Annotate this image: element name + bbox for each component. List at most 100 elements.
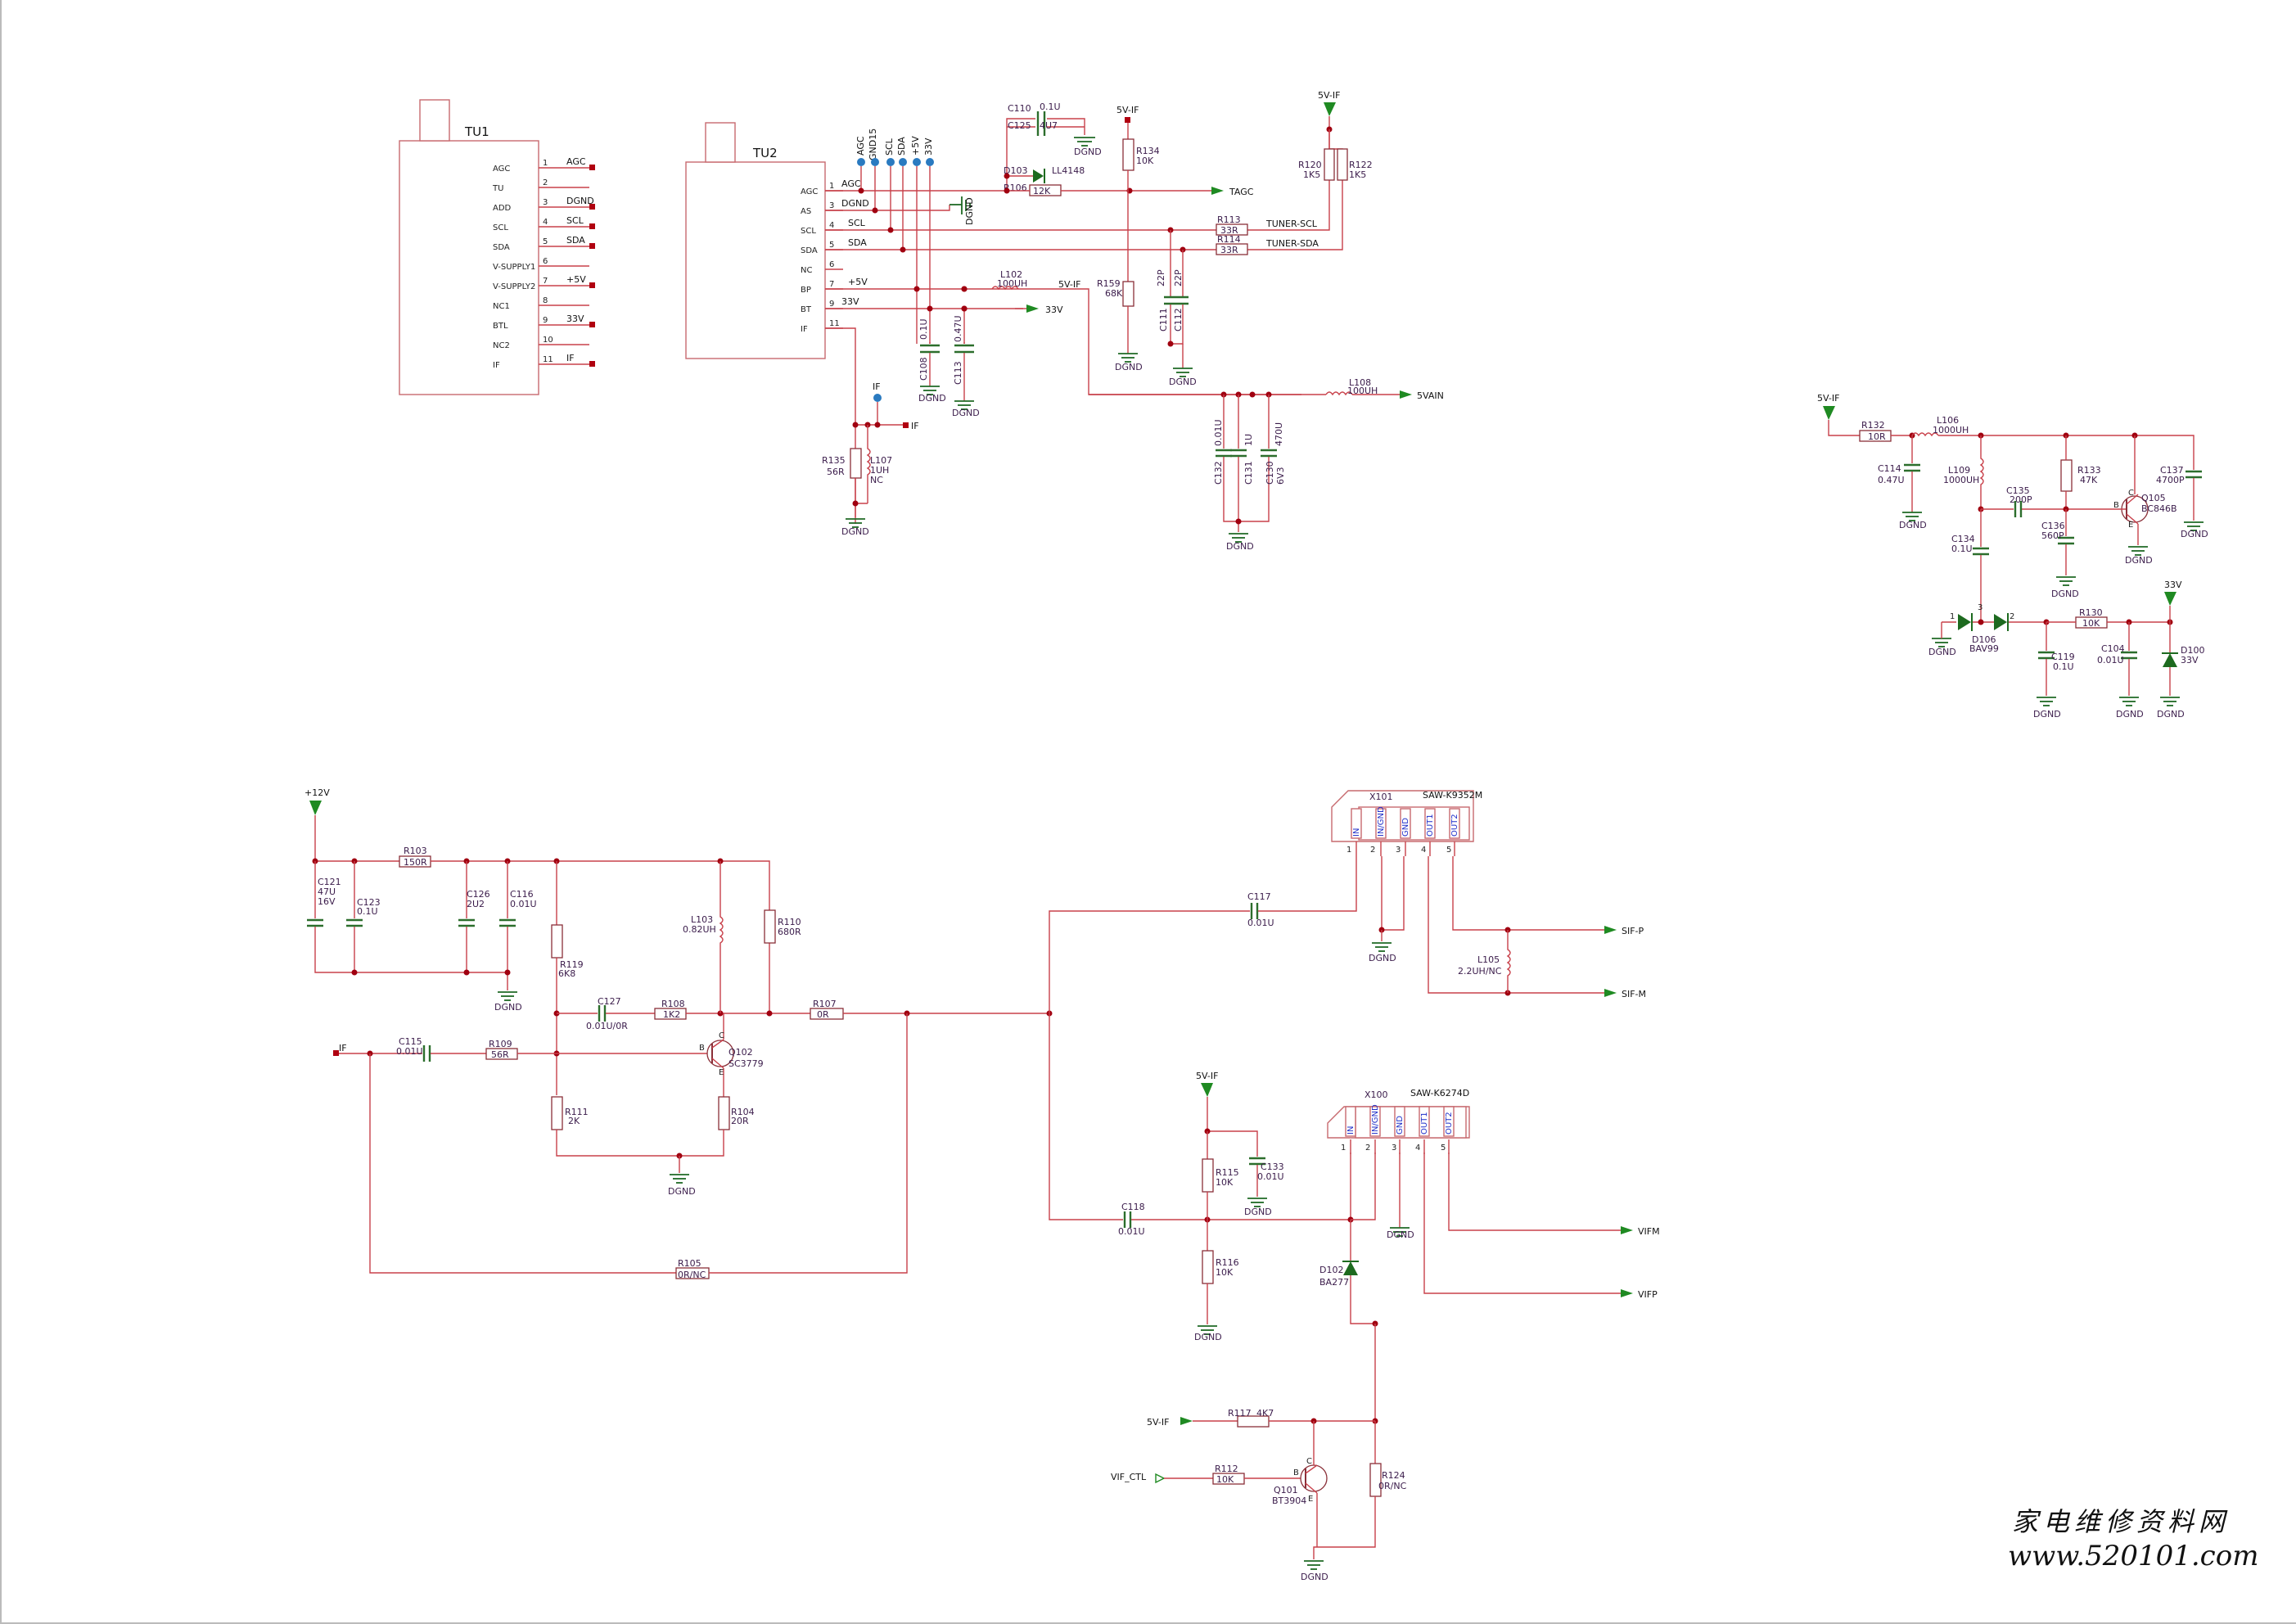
tu1-net-label: DGND bbox=[566, 196, 594, 206]
svg-text:DGND: DGND bbox=[841, 526, 869, 537]
tu1-pin-label: IF bbox=[493, 361, 500, 370]
tu1-net-label: IF bbox=[566, 353, 575, 363]
svg-text:5: 5 bbox=[829, 241, 834, 250]
svg-text:33V: 33V bbox=[841, 296, 859, 307]
svg-text:Q101: Q101 bbox=[1274, 1485, 1298, 1495]
tu1-net-label: AGC bbox=[566, 156, 586, 167]
svg-text:4: 4 bbox=[543, 218, 548, 227]
svg-text:7: 7 bbox=[829, 280, 834, 289]
svg-text:DGND: DGND bbox=[1169, 377, 1197, 387]
svg-text:3: 3 bbox=[1978, 603, 1982, 612]
svg-text:1K5: 1K5 bbox=[1349, 169, 1366, 180]
svg-text:R112: R112 bbox=[1215, 1464, 1238, 1474]
svg-text:SIF-P: SIF-P bbox=[1622, 926, 1644, 936]
svg-text:9: 9 bbox=[829, 300, 834, 309]
svg-text:L105: L105 bbox=[1477, 954, 1500, 965]
svg-text:R130: R130 bbox=[2079, 607, 2103, 618]
svg-text:0.82UH: 0.82UH bbox=[683, 924, 716, 935]
svg-text:1: 1 bbox=[829, 182, 834, 191]
svg-text:3: 3 bbox=[1396, 846, 1401, 855]
svg-text:VIFM: VIFM bbox=[1638, 1226, 1660, 1237]
tu1-pin-label: BTL bbox=[493, 322, 508, 331]
svg-text:TUNER-SCL: TUNER-SCL bbox=[1265, 219, 1318, 229]
svg-text:DGND: DGND bbox=[1194, 1332, 1222, 1342]
svg-text:680R: 680R bbox=[778, 927, 801, 937]
svg-text:0.1U: 0.1U bbox=[1951, 544, 1973, 554]
svg-text:1K2: 1K2 bbox=[663, 1009, 680, 1020]
svg-text:DGND: DGND bbox=[841, 198, 869, 209]
svg-text:33V: 33V bbox=[2181, 655, 2199, 665]
svg-text:X100: X100 bbox=[1365, 1089, 1388, 1100]
saw-pin-label: IN bbox=[1352, 828, 1361, 837]
svg-text:0.01U: 0.01U bbox=[1213, 419, 1224, 446]
svg-text:0R/NC: 0R/NC bbox=[678, 1270, 706, 1280]
saw-pin-label: GND bbox=[1396, 1116, 1405, 1135]
tu2-pin-label: BP bbox=[801, 286, 811, 295]
svg-text:0.1U: 0.1U bbox=[2053, 661, 2074, 672]
svg-text:C132: C132 bbox=[1213, 461, 1224, 485]
tu1-pin-label: TU bbox=[492, 184, 503, 193]
svg-text:4: 4 bbox=[829, 221, 834, 230]
tu2-pin-label: AS bbox=[801, 207, 811, 216]
svg-text:C: C bbox=[2128, 489, 2134, 498]
svg-text:20R: 20R bbox=[731, 1116, 749, 1126]
saw-pin-label: IN/GND bbox=[1377, 806, 1386, 837]
svg-text:4U7: 4U7 bbox=[1040, 120, 1058, 131]
svg-text:2: 2 bbox=[1370, 846, 1375, 855]
svg-text:DGND: DGND bbox=[2157, 709, 2185, 720]
svg-text:56R: 56R bbox=[827, 467, 845, 477]
svg-text:TUNER-SDA: TUNER-SDA bbox=[1265, 238, 1319, 249]
svg-text:E: E bbox=[719, 1068, 724, 1077]
svg-text:10K: 10K bbox=[1216, 1177, 1234, 1188]
svg-text:C117: C117 bbox=[1247, 891, 1271, 902]
saw-pin-label: OUT2 bbox=[1445, 1112, 1454, 1135]
svg-text:2K: 2K bbox=[568, 1116, 580, 1126]
svg-text:SDA: SDA bbox=[896, 137, 907, 156]
svg-text:L107: L107 bbox=[870, 455, 892, 466]
svg-text:C130: C130 bbox=[1265, 461, 1275, 485]
svg-text:SAW-K6274D: SAW-K6274D bbox=[1410, 1088, 1469, 1098]
tu2-pin-label: IF bbox=[801, 325, 808, 334]
svg-text:C108: C108 bbox=[918, 357, 929, 381]
svg-text:R109: R109 bbox=[489, 1039, 512, 1049]
svg-text:BC846B: BC846B bbox=[2141, 503, 2177, 514]
svg-text:200P: 200P bbox=[2010, 494, 2032, 505]
saw-pin-label: GND bbox=[1401, 818, 1410, 837]
svg-text:47U: 47U bbox=[318, 886, 336, 897]
svg-text:VIFP: VIFP bbox=[1638, 1289, 1658, 1300]
svg-text:5V-IF: 5V-IF bbox=[1147, 1417, 1169, 1428]
svg-text:56R: 56R bbox=[491, 1049, 509, 1060]
svg-text:10K: 10K bbox=[1216, 1474, 1234, 1485]
svg-text:R103: R103 bbox=[404, 846, 427, 856]
svg-text:8: 8 bbox=[543, 296, 548, 305]
svg-text:C118: C118 bbox=[1121, 1202, 1145, 1212]
saw-pin-label: OUT1 bbox=[1420, 1112, 1429, 1135]
svg-text:11: 11 bbox=[829, 319, 840, 328]
svg-text:33V: 33V bbox=[923, 138, 934, 156]
svg-text:1K5: 1K5 bbox=[1303, 169, 1320, 180]
svg-text:0.01U: 0.01U bbox=[1257, 1171, 1284, 1182]
svg-text:0.01U: 0.01U bbox=[2097, 655, 2124, 665]
svg-text:5: 5 bbox=[1441, 1144, 1446, 1153]
tu2-wiring: AGC DGND SCL SDA +5V 33V DGND bbox=[825, 166, 1301, 524]
svg-text:R111: R111 bbox=[565, 1107, 589, 1117]
svg-text:5V-IF: 5V-IF bbox=[1318, 90, 1340, 101]
svg-text:L109: L109 bbox=[1948, 465, 1970, 476]
svg-text:SDA: SDA bbox=[848, 237, 867, 248]
svg-text:D102: D102 bbox=[1319, 1265, 1343, 1275]
svg-text:C127: C127 bbox=[598, 996, 621, 1007]
svg-text:C113: C113 bbox=[953, 361, 963, 385]
svg-text:E: E bbox=[2128, 521, 2133, 530]
svg-text:33V: 33V bbox=[1045, 304, 1063, 315]
tu1-net-label: SCL bbox=[566, 215, 584, 226]
svg-text:68K: 68K bbox=[1105, 288, 1123, 299]
svg-text:5VAIN: 5VAIN bbox=[1417, 390, 1444, 401]
svg-text:0.01U/0R: 0.01U/0R bbox=[586, 1021, 628, 1031]
svg-text:3: 3 bbox=[829, 201, 834, 210]
